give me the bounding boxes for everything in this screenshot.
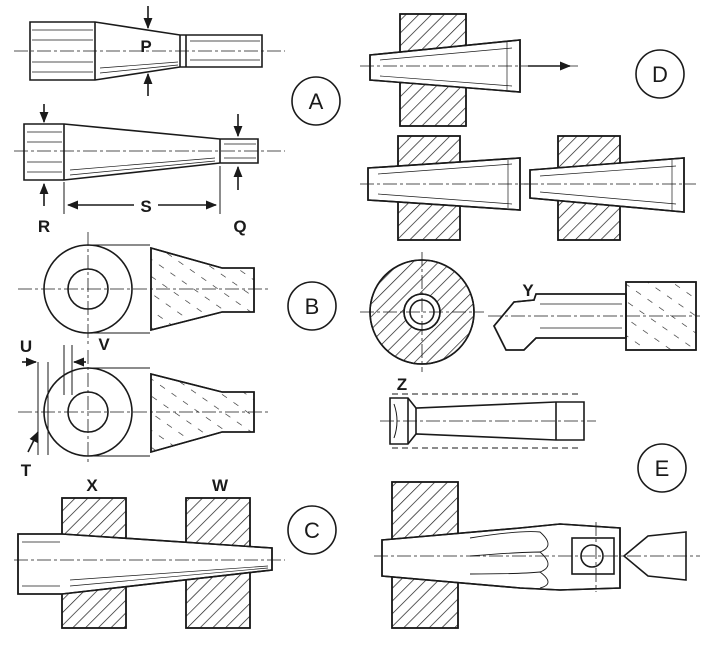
dimension-label-y: Y	[522, 281, 534, 300]
panel-d-label: D	[652, 62, 668, 87]
dimension-label-x: X	[86, 476, 98, 495]
dimension-label-s: S	[140, 197, 151, 216]
dimension-label-r: R	[38, 217, 50, 236]
panel-a-circle	[291, 76, 341, 126]
dimension-label-w: W	[212, 476, 229, 495]
panel-c-drawing	[14, 497, 285, 629]
panel-c-circle	[287, 505, 337, 555]
panel-b-drawing	[18, 232, 270, 462]
panel-b-circle	[287, 281, 337, 331]
panel-e-circle	[637, 443, 687, 493]
dimension-label-t: T	[21, 461, 32, 480]
panel-e-drawing	[360, 252, 700, 629]
dimension-label-u: U	[20, 337, 32, 356]
dimension-label-p: P	[140, 37, 151, 56]
panel-d-circle	[635, 49, 685, 99]
panel-b-label: B	[305, 294, 320, 319]
dimension-label-z: Z	[397, 375, 407, 394]
dimension-label-q: Q	[233, 217, 246, 236]
panel-d-drawing	[360, 13, 696, 241]
dimension-label-v: V	[98, 335, 110, 354]
panel-a-drawing	[14, 6, 285, 214]
panel-a-label: A	[309, 89, 324, 114]
panel-e-label: E	[655, 456, 670, 481]
panel-c-label: C	[304, 518, 320, 543]
